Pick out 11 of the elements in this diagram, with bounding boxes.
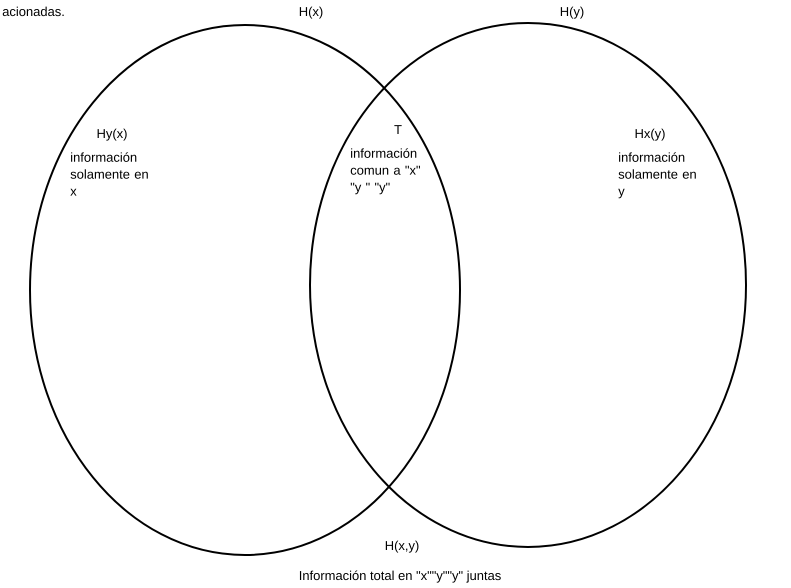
- region-label: Hy(x): [98, 128, 127, 141]
- caption: Información total en "x""y""y" juntas: [300, 570, 501, 583]
- text-fragment: acionadas.: [2, 6, 64, 16]
- region-label: H(x,y): [384, 540, 420, 554]
- region-label: Hx(y): [636, 128, 665, 141]
- region-label: T: [393, 124, 403, 135]
- region-text: información solamente en x: [70, 152, 148, 196]
- set-label: H(x): [298, 6, 324, 20]
- region-text: información comun a "x" "y " "y": [350, 148, 420, 194]
- set-label: H(y): [558, 6, 586, 20]
- region-text: información solamente en y: [618, 152, 696, 198]
